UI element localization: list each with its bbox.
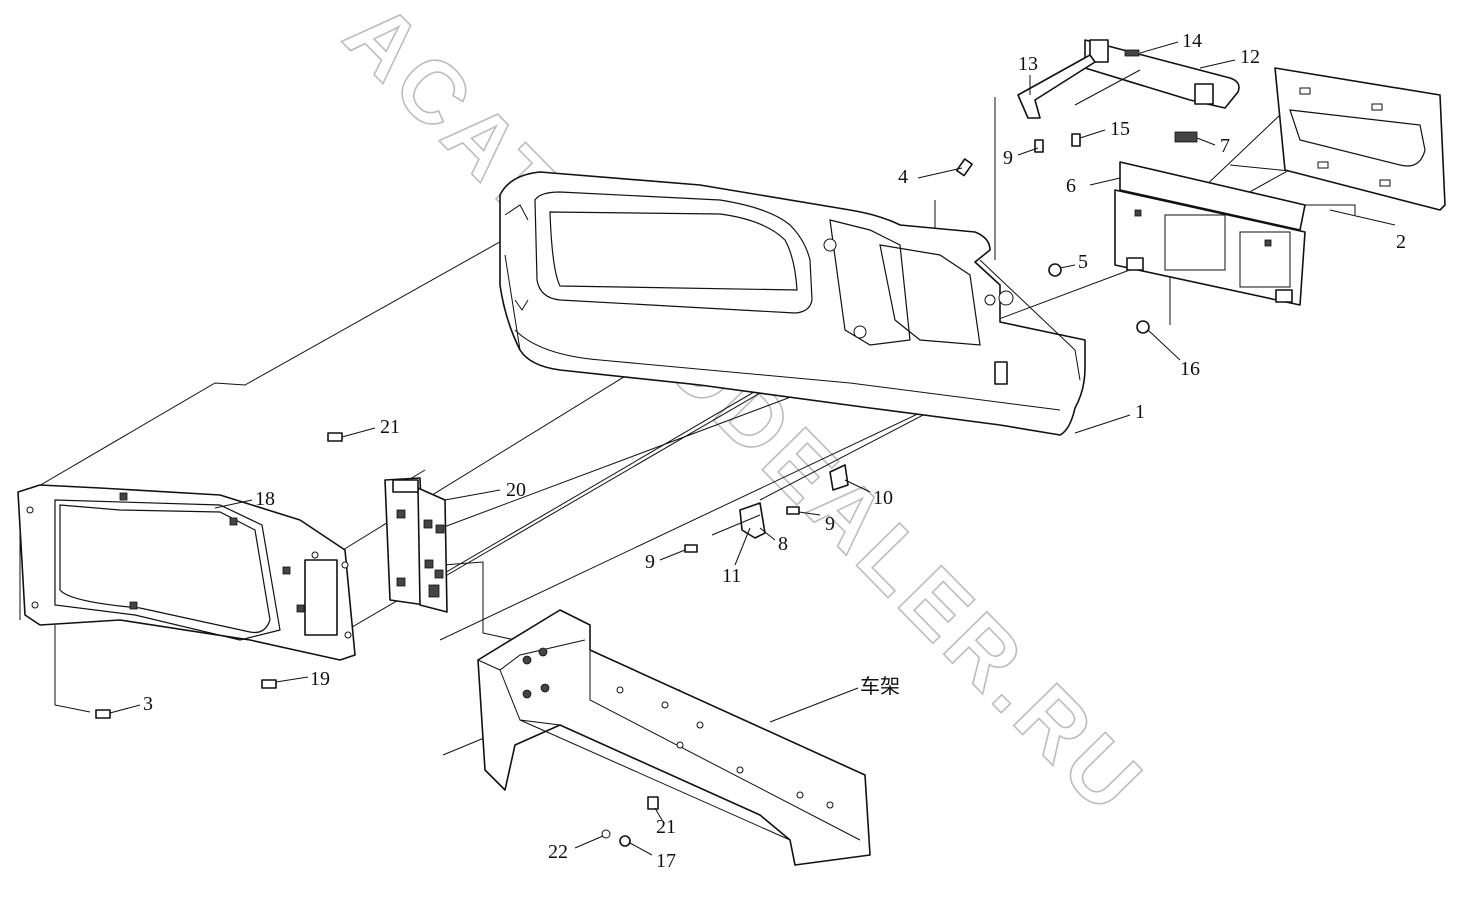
bracket-13: [1017, 54, 1141, 119]
callout-11: 11: [722, 565, 741, 587]
callout-15: 15: [1110, 118, 1130, 140]
bumper-housing: [499, 171, 1086, 436]
callout-10: 10: [873, 487, 893, 509]
mount-bracket-20: [384, 477, 448, 613]
callout-13: 13: [1018, 53, 1038, 75]
callout-2: 2: [1396, 231, 1406, 253]
fasteners: [95, 133, 1150, 847]
callout-20: 20: [506, 479, 526, 501]
side-panel: [17, 484, 356, 661]
callout-22: 22: [548, 841, 568, 863]
callout-9c: 9: [825, 513, 835, 535]
callout-16: 16: [1180, 358, 1200, 380]
callout-leaders: [109, 41, 1396, 856]
callout-4: 4: [898, 166, 908, 188]
frame-rail: [477, 609, 871, 866]
callout-frame: 车架: [860, 675, 900, 698]
callout-labels: 1 2 3 4 5 6 7 8 9 9 9 10 11 12 13 14 15 …: [143, 30, 1406, 872]
callout-12: 12: [1240, 46, 1260, 68]
callout-9a: 9: [1003, 147, 1013, 169]
callout-17: 17: [656, 850, 676, 872]
callout-7: 7: [1220, 135, 1230, 157]
small-brackets: [711, 464, 849, 539]
part-7-clip: [1174, 131, 1198, 143]
callout-1: 1: [1135, 401, 1145, 423]
callout-14: 14: [1182, 30, 1202, 52]
upper-light-bar: [1084, 39, 1240, 109]
callout-5: 5: [1078, 251, 1088, 273]
callout-6: 6: [1066, 175, 1076, 197]
callout-19: 19: [310, 668, 330, 690]
callout-8: 8: [778, 533, 788, 555]
callout-3: 3: [143, 693, 153, 715]
callout-18: 18: [255, 488, 275, 510]
callout-21a: 21: [380, 416, 400, 438]
cover-plate: [1274, 67, 1446, 211]
mounting-plate: [1114, 161, 1306, 306]
callout-9b: 9: [645, 551, 655, 573]
callout-21b: 21: [656, 816, 676, 838]
